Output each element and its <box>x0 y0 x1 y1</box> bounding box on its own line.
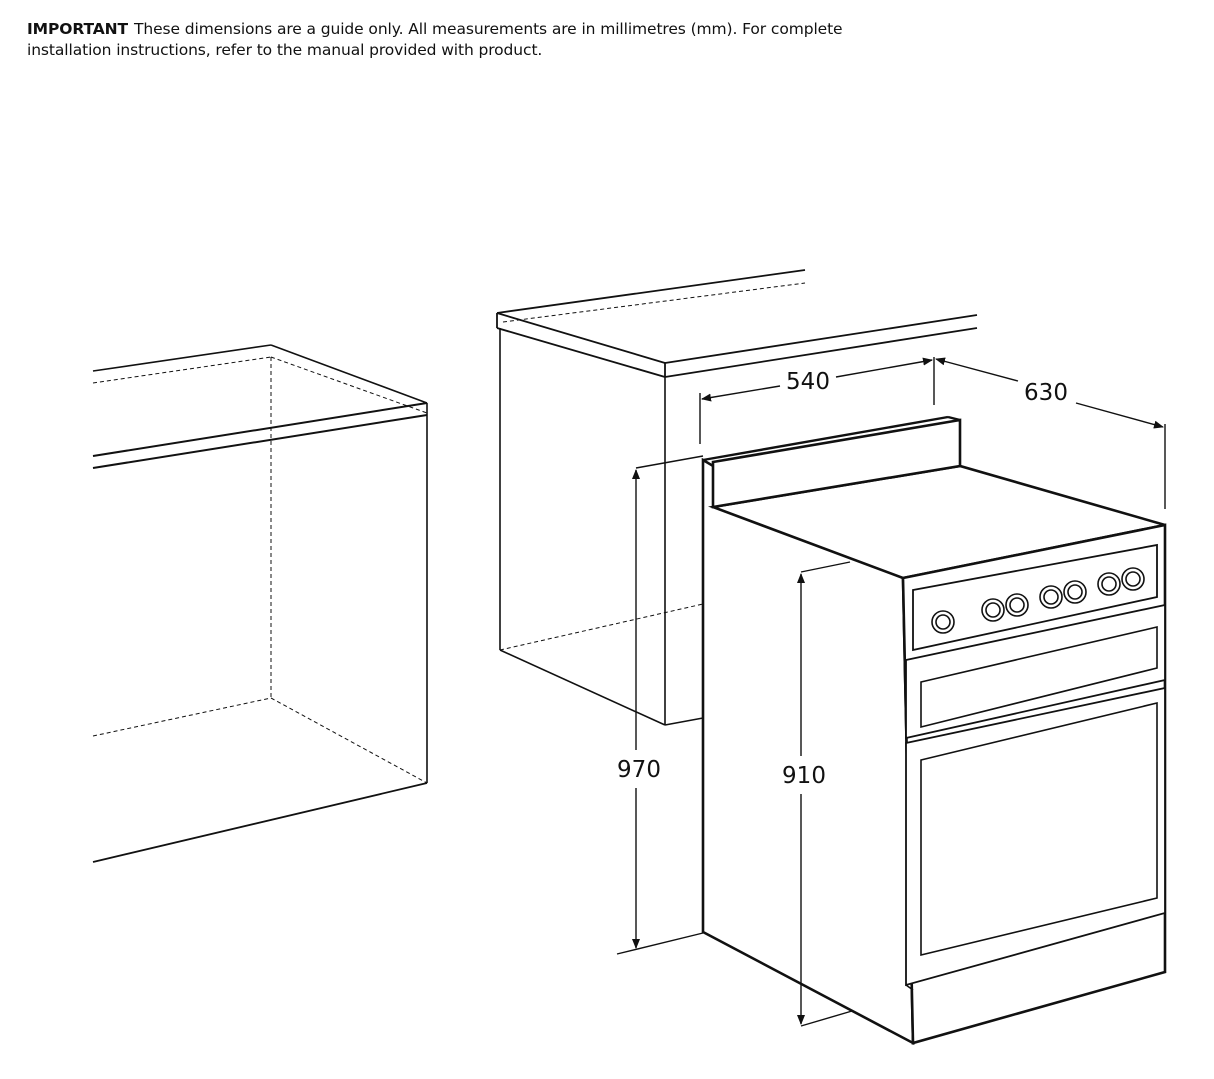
dimension-width <box>699 357 935 444</box>
control-knob <box>931 610 955 634</box>
notice-lead: IMPORTANT <box>27 20 128 38</box>
dimension-width-label: 540 <box>786 369 830 395</box>
main-oven-window <box>920 701 1158 957</box>
control-knob <box>1121 567 1145 591</box>
control-knob <box>1039 585 1063 609</box>
splashback <box>711 418 962 509</box>
dimension-appliance-height-label: 910 <box>782 763 826 789</box>
dimension-appliance-height <box>797 561 853 1027</box>
dimension-cavity-height-label: 970 <box>617 757 661 783</box>
control-panel <box>912 543 1158 652</box>
dimension-depth-label: 630 <box>1024 380 1068 406</box>
upper-oven-window <box>920 625 1158 729</box>
control-knob <box>1063 580 1087 604</box>
left-cabinet <box>92 344 428 863</box>
dimension-cavity-height <box>616 455 704 955</box>
notice-text: These dimensions are a guide only. All m… <box>27 20 843 59</box>
cooker <box>701 415 1167 1046</box>
control-knob <box>1097 572 1121 596</box>
right-cabinet <box>496 269 978 726</box>
control-knob <box>1005 593 1029 617</box>
control-knob <box>981 598 1005 622</box>
dimension-depth <box>935 357 1166 509</box>
control-knobs <box>931 567 1145 634</box>
